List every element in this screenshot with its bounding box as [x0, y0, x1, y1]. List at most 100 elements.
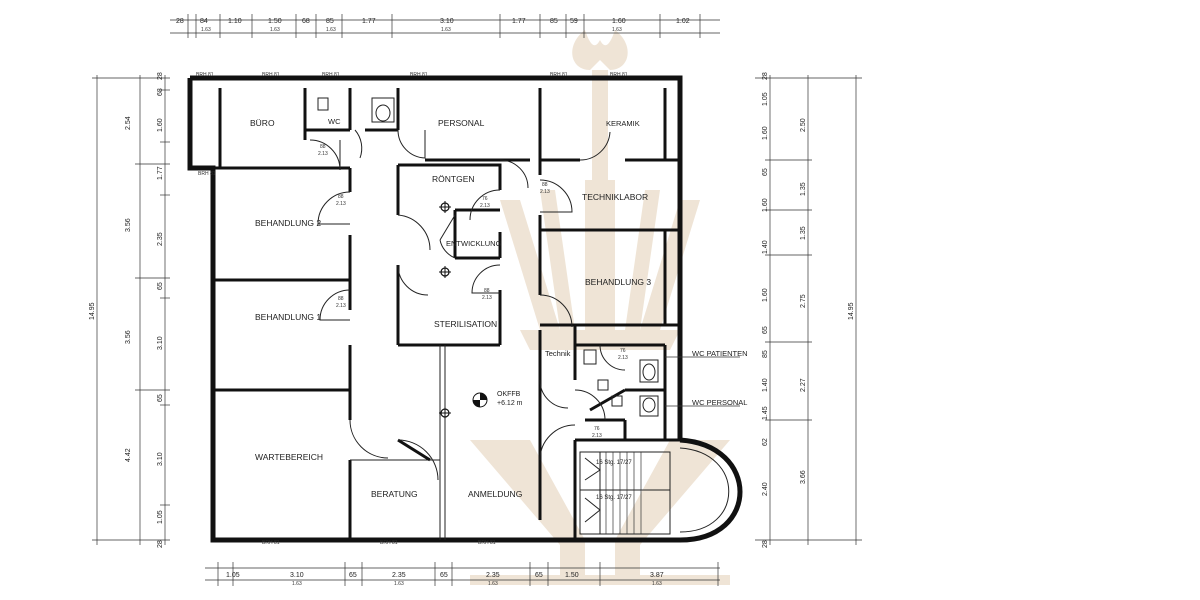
dim-top-sub-2: 1.63 — [270, 27, 280, 33]
door-tag: 88 — [338, 296, 344, 302]
room-label-behandlung-3: BEHANDLUNG 3 — [585, 277, 651, 287]
dim-right-18: 2.40 — [762, 482, 769, 496]
door-tag: 76 — [620, 348, 626, 354]
dim-left-1: 28 — [157, 72, 164, 80]
door-tag: 2.13 — [480, 203, 490, 209]
room-label-roentgen: RÖNTGEN — [432, 174, 475, 184]
dim-left-12: 65 — [157, 394, 164, 402]
dim-right-outer-3: 1.35 — [800, 226, 807, 240]
dim-left-outer-3: 3.56 — [125, 330, 132, 344]
door-tag: 2.13 — [336, 303, 346, 309]
door-tag: 2.13 — [618, 355, 628, 361]
window-tag: BRH 81 — [478, 540, 496, 546]
door-swings — [309, 129, 626, 481]
dim-left-15: 28 — [157, 540, 164, 548]
room-label-beratung: BERATUNG — [371, 489, 418, 499]
dim-right-17: 62 — [762, 438, 769, 446]
room-label-wc: WC — [328, 117, 341, 126]
dim-bottom-9: 3.87 — [650, 572, 664, 579]
dim-right-1: 28 — [762, 72, 769, 80]
dim-bottom-8: 1.50 — [565, 572, 579, 579]
door-tag: 88 — [320, 144, 326, 150]
door-tag: 88 — [484, 288, 490, 294]
dim-right-9: 1.40 — [762, 240, 769, 254]
dim-right-7: 1.60 — [762, 198, 769, 212]
room-label-buero: BÜRO — [250, 118, 275, 128]
column-markers — [439, 201, 451, 419]
dim-top-sub-3: 1.63 — [326, 27, 336, 33]
dim-bottom-sub-4: 1.63 — [652, 581, 662, 587]
window-tag: BRH 81 — [322, 72, 340, 78]
room-label-entwicklung: ENTWICKLUNG — [446, 239, 502, 248]
window-tag: BRH 81 — [410, 72, 428, 78]
stairs-upper-label: 16 Stg. 17/27 — [596, 460, 632, 466]
dim-bottom-4: 2.35 — [392, 572, 406, 579]
dimension-chain-right: 14.95 2.50 1.35 1.35 2.75 2.27 3.66 28 1… — [755, 72, 862, 548]
dim-left-14: 1.05 — [157, 510, 164, 524]
dim-right-5: 65 — [762, 168, 769, 176]
door-tag: 88 — [542, 182, 548, 188]
dim-bottom-7: 65 — [535, 572, 543, 579]
dim-left-6: 2.35 — [157, 232, 164, 246]
dim-left-13: 3.10 — [157, 452, 164, 466]
door-tag: 2.13 — [592, 433, 602, 439]
window-tag: BRH 81 — [610, 72, 628, 78]
dim-bottom-sub-2: 1.63 — [394, 581, 404, 587]
room-label-behandlung-1: BEHANDLUNG 1 — [255, 312, 321, 322]
dim-right-2: 1.05 — [762, 92, 769, 106]
dim-top-sub-1: 1.63 — [201, 27, 211, 33]
dim-top-9: 1.77 — [512, 18, 526, 25]
watermark-emblem — [470, 30, 730, 585]
dim-top-4: 1.50 — [268, 18, 282, 25]
door-tag: 2.13 — [540, 189, 550, 195]
window-tag: BRH 81 — [380, 540, 398, 546]
dim-left-10: 3.10 — [157, 336, 164, 350]
dim-bottom-5: 65 — [440, 572, 448, 579]
room-label-sterilisation: STERILISATION — [434, 319, 497, 329]
dim-left-3: 1.60 — [157, 118, 164, 132]
level-marker-name: OKFFB — [497, 391, 521, 398]
dim-bottom-sub-1: 1.63 — [292, 581, 302, 587]
room-label-behandlung-2: BEHANDLUNG 2 — [255, 218, 321, 228]
dim-left-outer-1: 2.54 — [125, 116, 132, 130]
dim-right-outer-6: 3.66 — [800, 470, 807, 484]
dim-right-16: 1.45 — [762, 406, 769, 420]
dim-top-sub-5: 1.63 — [612, 27, 622, 33]
sanitary-fixtures — [317, 97, 659, 417]
room-label-personal: PERSONAL — [438, 118, 485, 128]
dim-bottom-3: 65 — [349, 572, 357, 579]
dimension-chain-left: 14.95 2.54 3.56 3.56 4.42 28 68 1.60 1.7… — [89, 72, 170, 548]
room-label-wc-patienten: WC PATIENTEN — [692, 349, 748, 358]
room-label-techniklabor: TECHNIKLABOR — [582, 192, 648, 202]
door-tags: 88 2.13 88 2.13 88 2.13 76 2.13 88 2.13 … — [318, 144, 628, 439]
dim-right-total: 14.95 — [848, 302, 855, 320]
room-label-wc-personal: WC PERSONAL — [692, 398, 747, 407]
door-tag: 2.13 — [318, 151, 328, 157]
dim-top-3: 1.10 — [228, 18, 242, 25]
door-tag: 88 — [338, 194, 344, 200]
level-marker: OKFFB +6.12 m — [472, 391, 523, 408]
dim-right-11: 1.60 — [762, 288, 769, 302]
dim-bottom-2: 3.10 — [290, 572, 304, 579]
door-tag: 76 — [594, 426, 600, 432]
dim-left-outer-4: 4.42 — [125, 448, 132, 462]
dim-left-8: 65 — [157, 282, 164, 290]
dim-top-11: 59 — [570, 18, 578, 25]
door-tag: 2.13 — [336, 201, 346, 207]
dim-right-12: 65 — [762, 326, 769, 334]
dim-left-outer-2: 3.56 — [125, 218, 132, 232]
dim-top-12: 1.60 — [612, 18, 626, 25]
window-tags: BRH 81 BRH 81 BRH 81 BRH 81 BRH 81 BRH 8… — [196, 72, 628, 546]
room-label-wartebereich: WARTEBEREICH — [255, 452, 323, 462]
room-label-anmeldung: ANMELDUNG — [468, 489, 522, 499]
dim-top-8: 3.10 — [440, 18, 454, 25]
dimension-chain-top: 28 84 1.10 1.50 68 85 1.77 3.10 1.77 85 … — [170, 14, 720, 38]
room-label-keramik: KERAMIK — [606, 119, 640, 128]
room-label-technik: Technik — [545, 349, 571, 358]
leader-lines — [665, 356, 740, 407]
dim-top-7: 1.77 — [362, 18, 376, 25]
dim-top-13: 1.02 — [676, 18, 690, 25]
dim-left-2: 68 — [157, 88, 164, 96]
level-marker-value: +6.12 m — [497, 400, 523, 407]
